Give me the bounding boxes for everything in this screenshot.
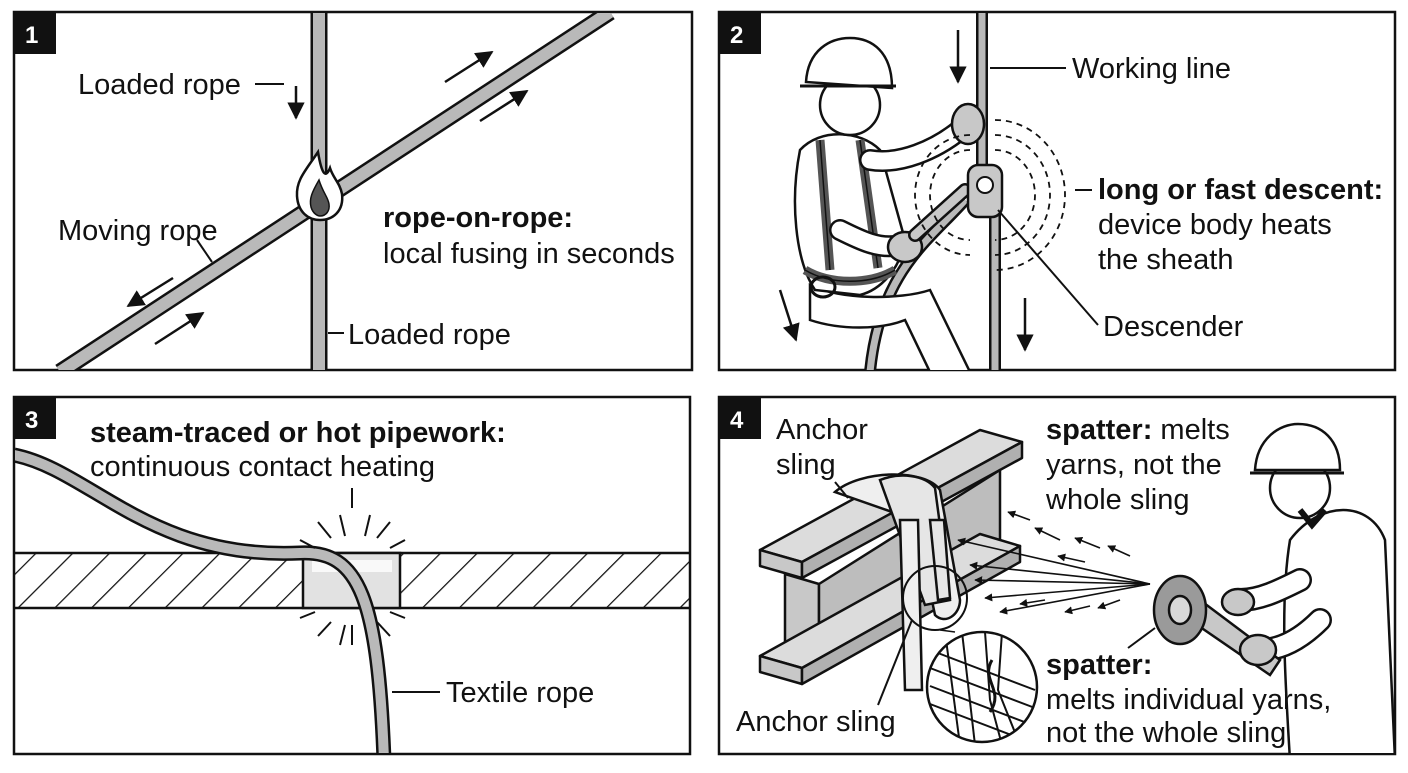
spark-icon [299,488,406,646]
arrow-icon [154,311,205,346]
panel-1-frame [12,10,694,372]
steel-i-beam [758,428,1024,686]
hard-hat-icon [1253,422,1342,472]
panel-3: steam-traced or hot pipework: continuous… [12,395,692,756]
label-moving-rope: Moving rope [58,215,218,247]
leader-line [877,619,913,706]
panel-number-4: 4 [719,397,761,439]
flame-icon [295,148,344,222]
arrow-icon [126,276,174,308]
leader-line [997,209,1099,326]
label-anchor-sling-top-line1: Anchor [776,414,868,446]
spatter-bottom-line1: melts individual yarns, [1046,684,1331,716]
panel-number-2: 2 [719,12,761,54]
leader-line [196,239,213,263]
hazard-title-rope-on-rope: rope-on-rope: [383,202,573,234]
arrow-icon [479,89,529,123]
svg-text:3: 3 [25,407,38,434]
svg-text:1: 1 [25,22,38,49]
glove [1220,587,1256,617]
svg-text:2: 2 [730,22,743,49]
spatter-top-title: spatter: [1046,414,1152,446]
spatter-top-line2: yarns, not the [1046,449,1222,481]
label-working-line: Working line [1072,53,1231,85]
label-textile-rope: Textile rope [446,677,594,709]
label-loaded-rope-top: Loaded rope [78,69,241,101]
rope-access-worker [793,36,986,370]
label-loaded-rope-bottom: Loaded rope [348,319,511,351]
zoom-detail-yarns [925,630,1039,744]
spatter-top-line1: spatter: melts [1046,414,1230,446]
leader-line [834,481,849,499]
leader-line [1127,627,1156,649]
hazard-text-rope-on-rope: local fusing in seconds [383,238,675,270]
hazard-line2-descent: the sheath [1098,244,1233,276]
panel-number-3: 3 [14,397,56,439]
panel-1: Loaded rope Moving rope rope-on-rope: lo… [12,10,694,372]
spatter-bottom-title: spatter: [1046,649,1152,681]
hazard-title-descent: long or fast descent: [1098,174,1383,206]
arrow-icon [778,289,800,342]
textile-rope [15,447,392,753]
spatter-bottom-line2: not the whole sling [1046,717,1286,749]
panel-number-1: 1 [14,12,56,54]
anchor-sling [832,473,962,692]
spatter-top-line3: whole sling [1045,484,1189,516]
label-anchor-sling-bottom: Anchor sling [736,706,896,738]
glove [1238,633,1278,667]
label-anchor-sling-top-line2: sling [776,449,836,481]
hazard-line1-descent: device body heats [1098,209,1332,241]
label-descender: Descender [1103,311,1244,343]
grinder-operator [1228,422,1394,753]
svg-text:4: 4 [730,407,744,434]
angle-grinder-icon [1152,574,1282,677]
hard-hat-icon [804,36,894,90]
glove [950,102,986,146]
hazard-title-hot-pipework: steam-traced or hot pipework: [90,417,506,449]
spatter-top-line1-rest: melts [1152,414,1229,446]
panel-4: Anchor sling spatter: melts yarns, not t… [717,395,1397,756]
panel-2: Working line long or fast descent: devic… [717,10,1397,372]
hazard-text-hot-pipework: continuous contact heating [90,451,435,483]
heat-wave-icon [914,119,1066,271]
spark-icon [957,510,1151,615]
arrow-icon [444,50,494,84]
damage-highlight-circle [902,565,968,633]
